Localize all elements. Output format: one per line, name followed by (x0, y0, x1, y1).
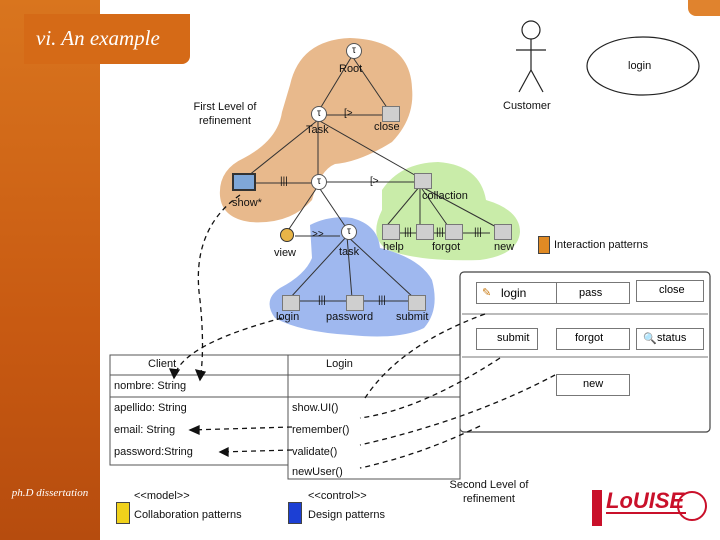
op-interleave-5: ||| (318, 295, 326, 306)
op-interleave-6: ||| (378, 295, 386, 306)
title-tab (24, 14, 190, 64)
tau-node-root: τ (346, 43, 362, 59)
op-disable-1: [> (344, 108, 353, 119)
client-attr-1: nombre: String (114, 380, 187, 392)
sidebar-band (0, 0, 100, 540)
node-root-label: Root (339, 63, 363, 75)
node-show-label: show* (232, 197, 262, 209)
submit-icon (408, 295, 426, 311)
tau-node-task: τ (311, 106, 327, 122)
ui-panel (459, 271, 711, 433)
password-icon (346, 295, 364, 311)
first-level-region (219, 38, 413, 223)
op-disable-2: [> (370, 176, 379, 187)
node-collaction-label: collaction (422, 190, 468, 202)
actor-label: Customer (503, 100, 551, 112)
client-attr-4: password:String (114, 446, 193, 458)
login-method-1: show.UI() (292, 402, 339, 414)
use-case-ellipse (586, 36, 700, 96)
op-enable: >> (312, 229, 324, 240)
first-level-label: First Level of refinement (193, 101, 257, 127)
op-interleave-3: ||| (436, 227, 444, 238)
forgot-widget[interactable]: forgot (556, 328, 630, 350)
user-icon (280, 228, 294, 242)
legend-control: <<control>> (308, 490, 367, 502)
help-icon (382, 224, 400, 240)
tau-node-show: τ (311, 174, 327, 190)
login-widget[interactable]: login✎ (476, 282, 560, 304)
pencil-icon: ✎ (482, 287, 492, 299)
legend-design: Design patterns (308, 509, 386, 521)
status-widget[interactable]: 🔍status (636, 328, 704, 350)
yellow-book-icon (116, 502, 130, 524)
logo-text: LoUISE (606, 488, 685, 513)
second-level-label: Second Level of refinement (449, 479, 529, 505)
node-forgot-label: forgot (432, 241, 461, 253)
slide-title: vi. An example (36, 26, 160, 50)
client-class-name: Client (148, 358, 177, 370)
search-icon: 🔍 (643, 333, 657, 345)
login-icon (282, 295, 300, 311)
client-attr-2: apellido: String (114, 402, 187, 414)
new-icon-2 (494, 224, 512, 240)
node-close-label: close (374, 121, 400, 133)
task-region (269, 217, 435, 337)
login-method-4: newUser() (292, 466, 343, 478)
tau-node-task-lower: τ (341, 224, 357, 240)
new-icon (445, 224, 463, 240)
computer-icon (232, 173, 256, 191)
login-class-name: Login (326, 358, 353, 370)
use-case-label: login (628, 60, 652, 72)
node-help-label: help (383, 241, 404, 253)
submit-widget[interactable]: submit (476, 328, 538, 350)
client-attr-3: email: String (114, 424, 176, 436)
node-view-label: view (274, 247, 297, 259)
node-task-lower-label: task (339, 246, 360, 258)
op-interleave-1: ||| (280, 176, 288, 187)
login-method-3: validate() (292, 446, 338, 458)
close-widget[interactable]: close (636, 280, 704, 302)
book-icon (538, 236, 550, 254)
new-widget[interactable]: new (556, 374, 630, 396)
legend-collaboration: Collaboration patterns (134, 509, 242, 521)
corner-tab (688, 0, 720, 16)
dissertation-label: ph.D dissertation (11, 487, 89, 499)
close-task-icon (382, 106, 400, 122)
node-new-label: new (494, 241, 515, 253)
interaction-patterns-label: Interaction patterns (554, 239, 649, 251)
collaction-icon (414, 173, 432, 189)
forgot-icon (416, 224, 434, 240)
op-interleave-2: ||| (404, 227, 412, 238)
blue-book-icon (288, 502, 302, 524)
node-password-label: password (326, 311, 374, 323)
login-method-2: remember() (292, 424, 350, 436)
node-login-label: login (276, 311, 300, 323)
node-submit-label: submit (396, 311, 429, 323)
pass-widget[interactable]: pass (556, 282, 630, 304)
collaction-region (376, 162, 520, 261)
node-task-label: Task (306, 124, 329, 136)
legend-model: <<model>> (134, 490, 190, 502)
op-interleave-4: ||| (474, 227, 482, 238)
logo-graphic (586, 486, 710, 530)
